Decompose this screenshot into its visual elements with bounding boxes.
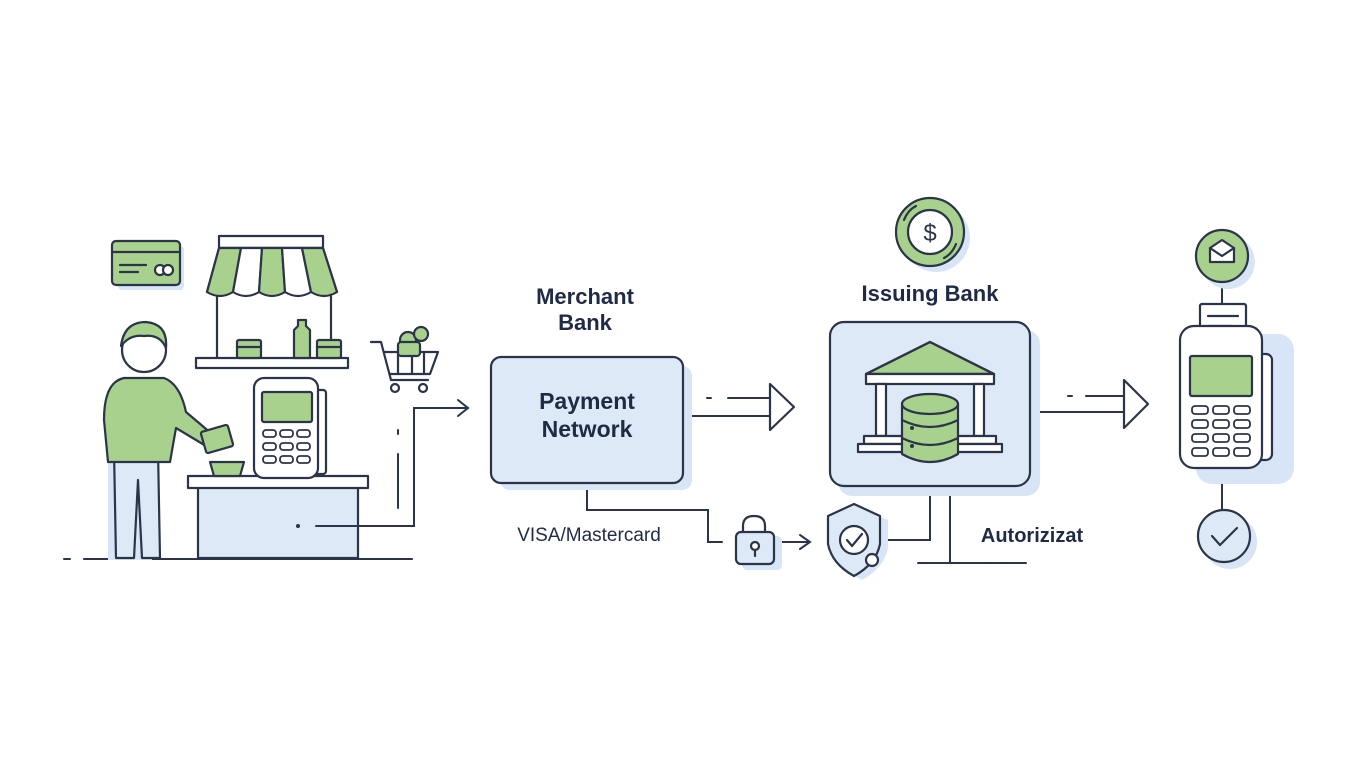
shopping-cart-icon: [369, 325, 440, 394]
connectors: [296, 269, 1223, 564]
authorization-label: Autorizizat: [980, 525, 1084, 547]
merchant-bank-label: Merchant Bank: [510, 284, 660, 337]
payment-network-box: [489, 355, 692, 490]
store-awning-icon: [194, 234, 350, 370]
padlock-icon: [734, 514, 782, 570]
credit-card-icon: [110, 239, 184, 290]
counter-to-network-line: [315, 407, 469, 527]
dollar-coin-icon: $: [894, 196, 970, 272]
network-to-lock-line: [586, 483, 723, 543]
counter-to-network-arrowhead: [457, 399, 470, 417]
payment-network-label: Payment Network: [491, 388, 683, 443]
svg-text:$: $: [923, 220, 936, 247]
person-icon: [102, 320, 235, 560]
network-to-bank-arrowhead: [768, 382, 796, 432]
merchant-bank-label-line1: Merchant: [536, 284, 634, 309]
store-scene: [63, 234, 440, 560]
network-brands-label: VISA/Mastercard: [517, 525, 661, 546]
payment-network-label-line2: Network: [541, 415, 633, 442]
shield-check-icon: [826, 502, 888, 580]
payment-network-label-line1: Payment: [539, 388, 635, 414]
issuing-bank-label: Issuing Bank: [861, 281, 999, 306]
checkmark-circle-icon: [1196, 508, 1257, 569]
merchant-bank-label-line2: Bank: [558, 310, 612, 336]
bank-to-shield-line: [887, 485, 931, 541]
connector-dot: [296, 524, 300, 528]
bank-to-terminal-arrowhead: [1122, 378, 1150, 430]
counter: [186, 460, 370, 560]
receipt-icon: [1194, 228, 1255, 340]
card-terminal-icon: [252, 376, 328, 480]
database-icon: [900, 392, 960, 464]
payment-terminal-icon: [1178, 324, 1294, 484]
